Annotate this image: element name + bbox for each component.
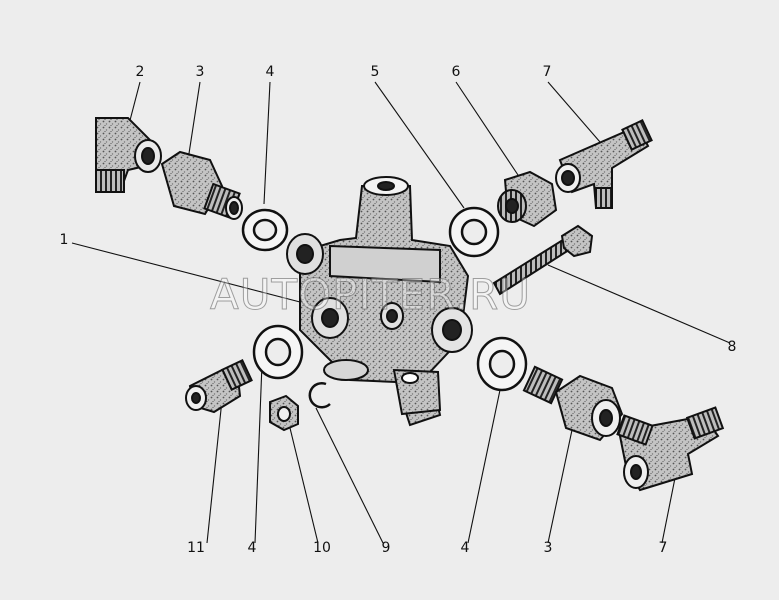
leader-lines — [71, 81, 731, 544]
hex-coupling-lower — [522, 365, 624, 442]
washer-lower-right — [476, 336, 528, 392]
callout-4-upper: 4 — [265, 64, 275, 80]
long-bolt — [492, 224, 594, 296]
callout-3-lower: 3 — [543, 540, 553, 556]
callout-10: 10 — [313, 540, 331, 556]
callout-11: 11 — [187, 540, 205, 556]
hex-nut — [269, 394, 299, 432]
valve-body — [286, 176, 473, 427]
tee-fitting-upper — [555, 119, 653, 210]
callout-6: 6 — [451, 64, 461, 80]
elbow-fitting — [95, 117, 162, 193]
tee-fitting-lower — [616, 406, 725, 492]
callout-9: 9 — [381, 540, 391, 556]
retaining-ring — [308, 382, 331, 409]
nipple-fitting — [185, 359, 253, 414]
watermark: AUTOPITER.RU — [209, 270, 532, 319]
callout-8: 8 — [727, 339, 737, 355]
callout-7-lower: 7 — [658, 540, 668, 556]
callout-1: 1 — [59, 232, 69, 248]
hex-nipple — [497, 170, 558, 228]
callout-3-upper: 3 — [195, 64, 205, 80]
callout-4-lower-left: 4 — [247, 540, 257, 556]
washer-lower-left — [252, 324, 304, 380]
washer-upper-right — [448, 206, 500, 258]
callout-7-upper: 7 — [542, 64, 552, 80]
callout-4-lower-right: 4 — [460, 540, 470, 556]
callout-5: 5 — [370, 64, 380, 80]
washer-upper-left — [241, 208, 289, 252]
hex-coupling-upper — [160, 150, 243, 220]
callout-2: 2 — [135, 64, 145, 80]
